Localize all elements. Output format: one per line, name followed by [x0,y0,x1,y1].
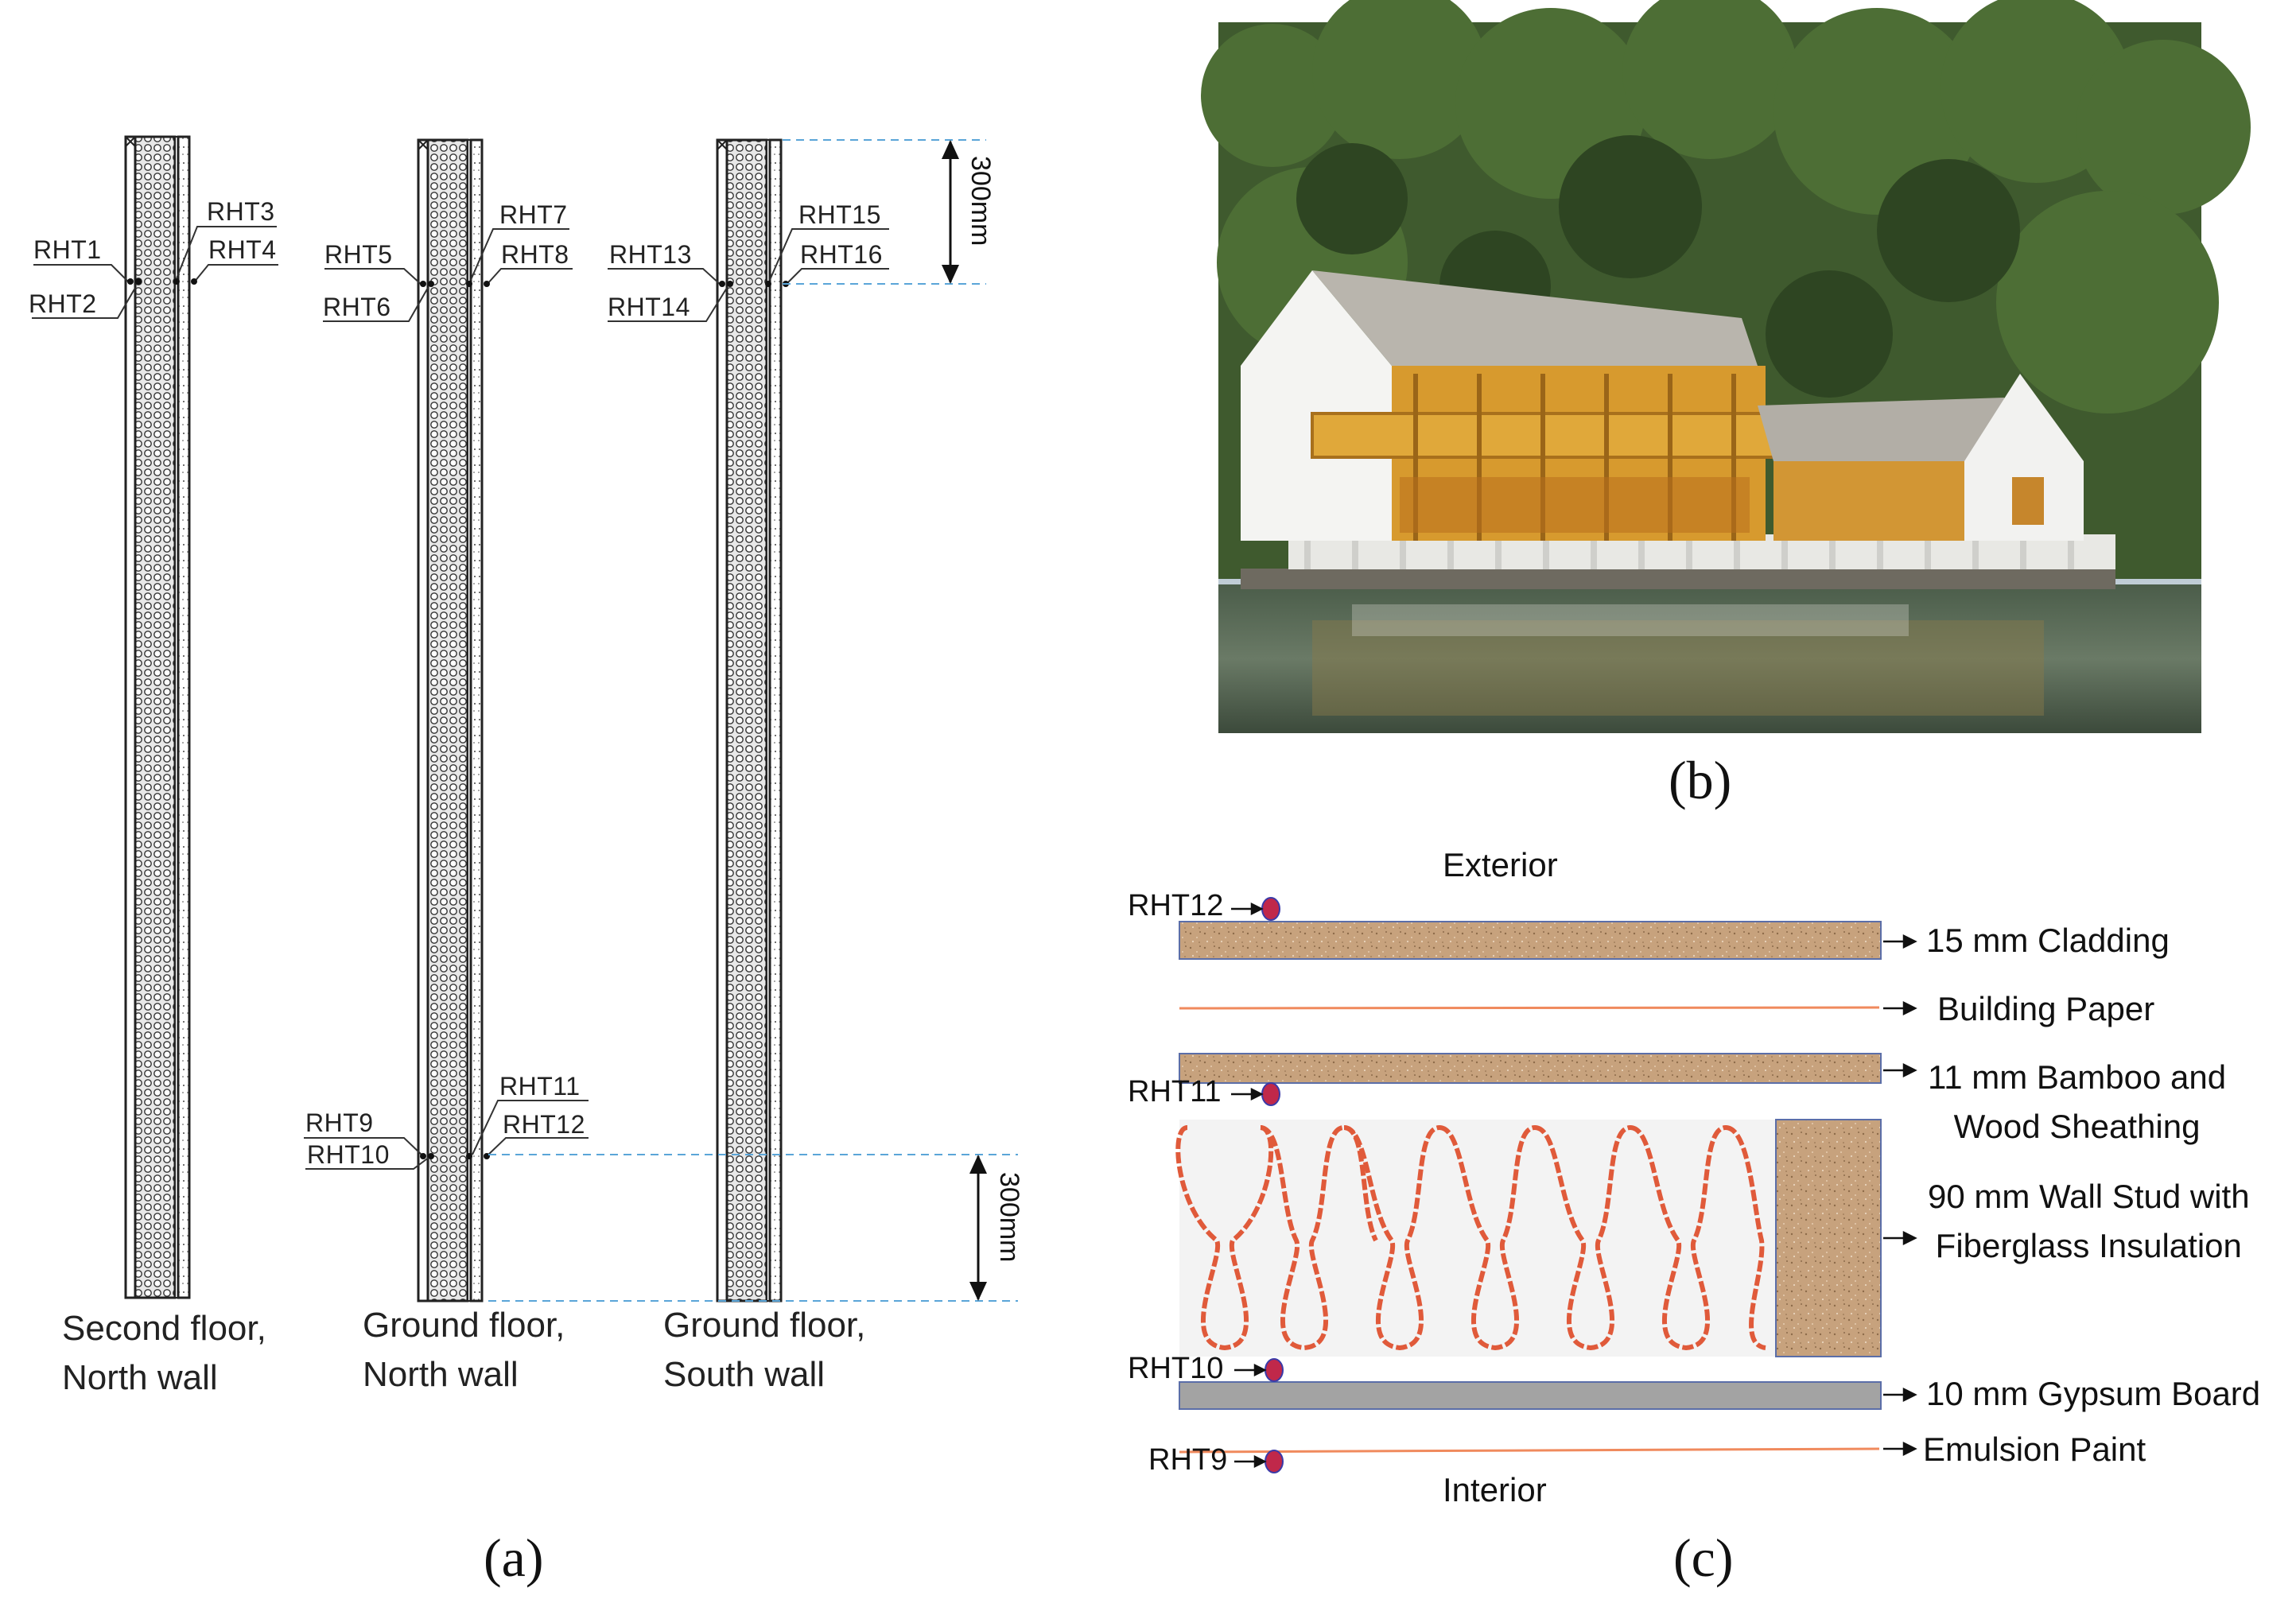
wall-ground-south [716,138,783,1302]
sensor-label-rht10-c: RHT10 [1128,1352,1224,1385]
wall-second-north [124,135,191,1299]
sensor-label-rht14: RHT14 [608,293,690,321]
caption-second-north: Second floor, North wall [62,1309,266,1397]
sensor-label-rht12: RHT12 [503,1110,585,1139]
dimension-bottom [488,1154,1018,1302]
interior-label: Interior [1443,1471,1547,1508]
wall-section-diagram [1175,897,1917,1473]
layer-label-paint: Emulsion Paint [1923,1431,2146,1468]
wall-stud [1775,1119,1882,1357]
sensor-dots-wall-1 [127,278,197,285]
leaders-wall-1 [32,226,278,319]
emulsion-paint-layer [1179,1447,1880,1454]
fiberglass-insulation [1175,1124,1766,1351]
sensor-dots-wall-2 [420,281,490,1159]
sensor-label-rht16: RHT16 [800,240,883,269]
panel-c-label: (c) [1673,1528,1734,1588]
panel-a-label: (a) [484,1528,544,1588]
layer-label-gypsum: 10 mm Gypsum Board [1926,1375,2261,1412]
sensor-label-rht8: RHT8 [501,240,569,269]
sensor-arrows [1231,902,1267,1469]
leaders-wall-2 [304,228,589,1170]
layer-label-building-paper: Building Paper [1937,990,2155,1027]
wall-ground-north [417,138,484,1302]
exterior-label: Exterior [1443,846,1558,883]
sensor-label-rht9-c: RHT9 [1148,1443,1228,1477]
sensor-label-rht10: RHT10 [307,1140,390,1169]
sheathing-layer [1179,1053,1882,1084]
sensor-label-rht6: RHT6 [323,293,391,321]
sensor-label-rht1: RHT1 [33,235,102,264]
sensor-label-rht15: RHT15 [798,200,881,229]
layer-label-sheathing: 11 mm Bamboo and Wood Sheathing [1928,1058,2227,1145]
layer-label-stud-insulation: 90 mm Wall Stud with Fiberglass Insulati… [1928,1178,2250,1264]
cladding-layer [1179,921,1882,960]
dimension-top [783,139,986,285]
dimension-bottom-label: 300mm [994,1172,1024,1263]
building-paper-layer [1179,1006,1880,1010]
sensor-label-rht12-c: RHT12 [1128,889,1224,922]
sensor-label-rht7: RHT7 [499,200,568,229]
sensor-label-rht9: RHT9 [305,1108,374,1137]
caption-ground-north: Ground floor, North wall [363,1306,565,1394]
building-photo [1201,0,2251,733]
sensor-label-rht11-c: RHT11 [1128,1075,1222,1108]
sensor-label-rht13: RHT13 [609,240,692,269]
caption-ground-south: Ground floor, South wall [663,1306,866,1394]
sensor-label-rht5: RHT5 [324,240,393,269]
sensor-label-rht3: RHT3 [207,197,275,226]
sensor-label-rht4: RHT4 [208,235,277,264]
gypsum-board-layer [1179,1381,1882,1410]
sensor-label-rht11: RHT11 [499,1072,581,1101]
panel-a-diagram [32,135,1018,1302]
panel-b-label: (b) [1669,750,1732,810]
sensor-label-rht2: RHT2 [29,289,97,318]
leaders-wall-3 [608,228,889,322]
layer-arrows [1883,934,1917,1457]
dimension-top-label: 300mm [965,156,996,247]
layer-label-cladding: 15 mm Cladding [1926,922,2170,959]
